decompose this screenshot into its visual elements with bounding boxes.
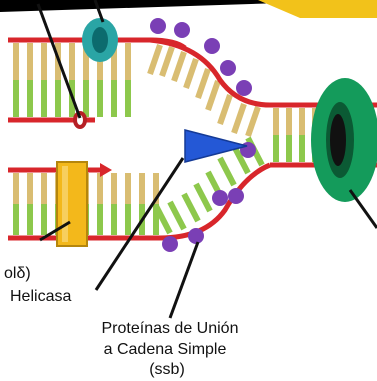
label-ssb-line3: (ssb) — [149, 361, 185, 378]
ssb-protein-icon — [204, 38, 220, 54]
ssb-protein-icon — [162, 236, 178, 252]
label-ssb-line2: a Cadena Simple — [104, 341, 227, 358]
ssb-protein-icon — [212, 190, 228, 206]
label-helicase: Helicasa — [10, 288, 71, 305]
ssb-protein-icon — [150, 18, 166, 34]
ssb-protein-icon — [236, 80, 252, 96]
label-ssb-line1: Proteínas de Unión — [102, 320, 239, 337]
ssb-protein-icon — [220, 60, 236, 76]
ssb-protein-icon — [174, 22, 190, 38]
ssb-protein-icon — [188, 228, 204, 244]
label-polymerase-delta: olδ) — [4, 265, 31, 282]
polymerase-box-icon — [57, 162, 87, 246]
green-clamp-ring-icon — [311, 78, 377, 202]
ssb-protein-icon — [228, 188, 244, 204]
cyan-ring-icon — [82, 18, 118, 62]
